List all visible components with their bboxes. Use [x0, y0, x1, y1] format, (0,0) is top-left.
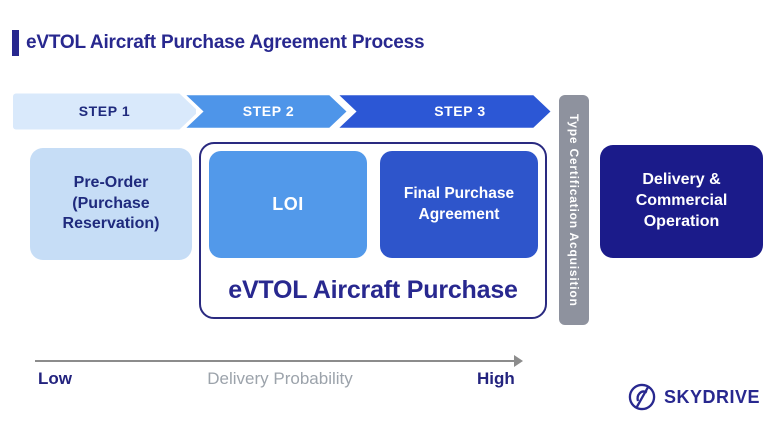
step3-shape	[331, 93, 554, 130]
skydrive-circle-mark-icon	[628, 383, 656, 411]
axis-low-label: Low	[38, 369, 72, 388]
header: eVTOL Aircraft Purchase Agreement Proces…	[12, 30, 425, 56]
step1-shape	[13, 93, 196, 130]
type-certification-bar: Type Certification Acquisition	[559, 95, 589, 325]
step1-label: STEP 1	[78, 103, 131, 119]
axis-title: Delivery Probability	[207, 369, 353, 388]
page-title: eVTOL Aircraft Purchase Agreement Proces…	[26, 32, 425, 53]
probability-axis-line	[35, 360, 515, 362]
final-purchase-agreement-box: Final Purchase Agreement	[380, 151, 538, 258]
step3-label: STEP 3	[434, 103, 486, 119]
step-arrows	[13, 93, 554, 130]
title-accent-bar	[12, 30, 19, 56]
purchase-group-caption: eVTOL Aircraft Purchase	[228, 275, 518, 304]
delivery-box: Delivery & Commercial Operation	[600, 145, 763, 258]
loi-box: LOI	[209, 151, 367, 258]
axis-high-label: High	[477, 369, 515, 388]
step2-shape	[178, 93, 352, 130]
step2-label: STEP 2	[242, 103, 295, 119]
skydrive-wordmark: SKYDRIVE	[664, 386, 761, 407]
skydrive-logo: SKYDRIVE	[626, 381, 760, 413]
pre-order-box: Pre-Order (Purchase Reservation)	[30, 148, 192, 260]
probability-axis-arrowhead-icon	[514, 355, 523, 367]
type-certification-label: Type Certification Acquisition	[567, 113, 581, 307]
